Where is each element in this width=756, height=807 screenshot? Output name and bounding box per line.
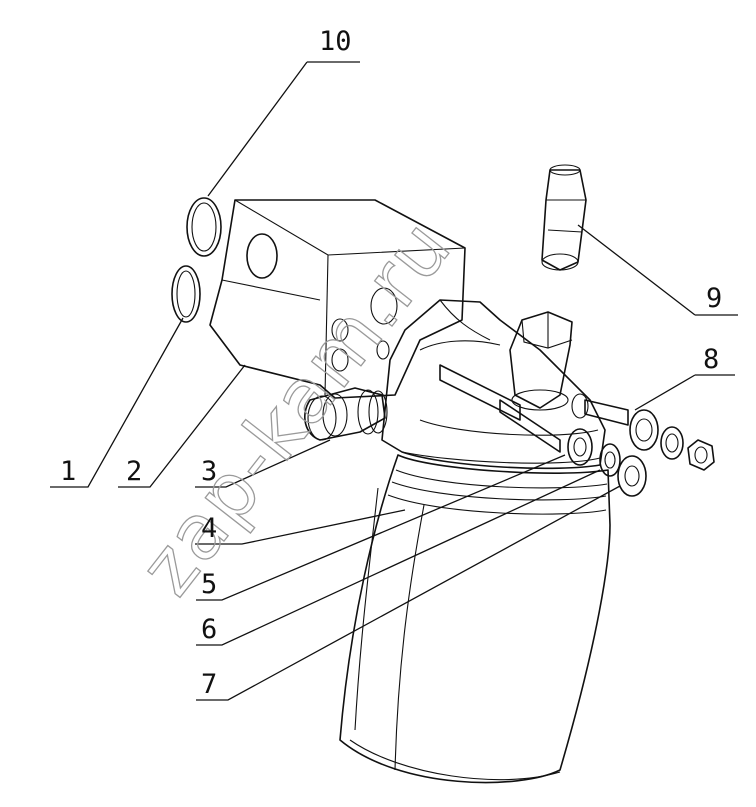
callout-label-8: 8 [703,344,719,375]
callout-label-9: 9 [706,283,722,314]
mounting-bracket [209,199,466,399]
through-bolts [439,364,629,453]
callout-labels: 10 1 2 3 4 5 6 7 8 9 [60,26,722,700]
threaded-fitting [304,387,388,441]
filter-canister [339,454,611,784]
callout-label-6: 6 [201,614,217,645]
vent-plug [509,311,573,411]
callout-label-7: 7 [201,669,217,700]
callout-leaders [50,61,738,701]
pipe-sleeve [541,164,587,271]
callout-label-3: 3 [201,456,217,487]
callout-label-10: 10 [319,26,352,57]
callout-label-1: 1 [60,456,76,487]
callout-label-5: 5 [201,569,217,600]
o-ring-small [171,265,201,323]
washers-and-nuts [567,409,715,497]
callout-label-4: 4 [201,513,217,544]
o-ring-large [186,197,222,257]
callout-label-2: 2 [126,456,142,487]
